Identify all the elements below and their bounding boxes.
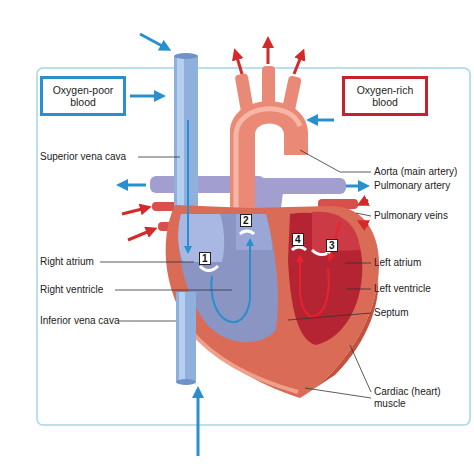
box-text: Oxygen-poor blood	[47, 84, 119, 108]
aorta	[230, 101, 308, 218]
leader-line	[138, 157, 180, 158]
callout-number: 1	[199, 252, 211, 265]
blood-flow	[211, 242, 250, 322]
flow-arrow	[128, 230, 152, 240]
flow-arrow	[122, 184, 146, 187]
leader-line	[115, 290, 232, 291]
part-label: Left atrium	[374, 257, 421, 269]
leader-line	[356, 213, 371, 216]
inferior-vena-cava	[176, 292, 196, 382]
leader-line	[305, 388, 371, 398]
outflow	[236, 214, 272, 250]
flow-arrow	[346, 185, 364, 188]
callout-number: 3	[326, 239, 338, 252]
part-label: Aorta (main artery)	[374, 166, 457, 178]
flow-arrow	[236, 54, 242, 74]
left-chambers	[288, 213, 362, 345]
left-atrium	[312, 212, 360, 252]
blood-flow	[187, 120, 189, 250]
callout-number: 2	[240, 214, 252, 227]
valve	[200, 266, 218, 271]
legend-box: Oxygen-rich blood	[342, 76, 428, 116]
callout-number: 4	[292, 233, 304, 246]
box-text: Oxygen-rich blood	[349, 84, 421, 108]
flow-arrow	[197, 392, 200, 456]
vessel-opening	[176, 379, 196, 385]
flow-arrow	[122, 208, 146, 214]
vessel-highlight	[179, 292, 185, 382]
vessel-highlight	[177, 56, 184, 216]
superior-vena-cava	[174, 56, 198, 216]
leader-line	[300, 150, 371, 172]
flow-arrow	[267, 42, 270, 64]
flow-arrow	[294, 54, 302, 74]
valve	[292, 247, 306, 250]
flow-arrow	[130, 95, 160, 98]
part-label: Cardiac (heart) muscle	[374, 386, 456, 410]
part-label: Right ventricle	[40, 284, 103, 296]
vessel-opening	[174, 53, 198, 59]
blood-flow	[300, 258, 329, 316]
leader-line	[345, 263, 371, 264]
leader-line	[288, 313, 371, 320]
part-label: Septum	[374, 307, 408, 319]
leader-line	[346, 289, 371, 290]
aorta-highlight	[236, 109, 300, 210]
part-label: Inferior vena cava	[40, 315, 120, 327]
legend-box: Oxygen-poor blood	[40, 76, 126, 116]
part-label: Pulmonary artery	[374, 180, 450, 192]
part-label: Superior vena cava	[40, 151, 126, 163]
flow-arrow	[312, 119, 334, 122]
part-label: Right atrium	[40, 256, 94, 268]
flow-arrow	[362, 223, 368, 226]
part-label: Left ventricle	[374, 283, 431, 295]
cardiac-muscle	[166, 205, 379, 398]
leader-line	[118, 321, 176, 322]
part-label: Pulmonary veins	[374, 210, 448, 222]
valve	[240, 231, 254, 234]
frame	[37, 68, 470, 425]
leader-line	[350, 345, 371, 392]
leader-line	[100, 262, 194, 263]
flow-arrow	[140, 34, 166, 48]
flow-arrow	[362, 200, 368, 203]
